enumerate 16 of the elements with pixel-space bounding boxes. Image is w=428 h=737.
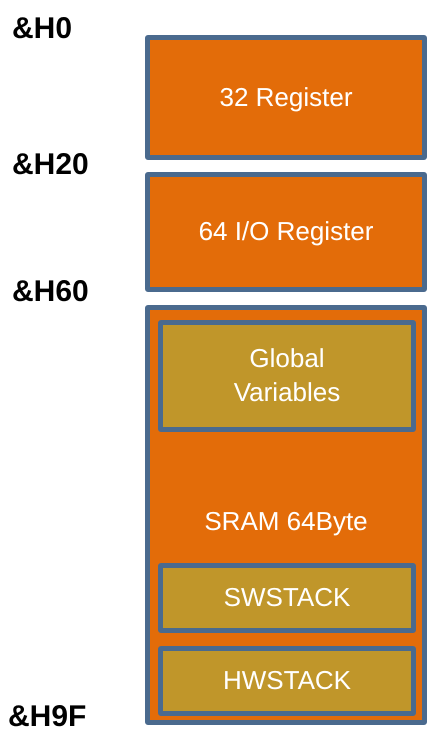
memory-block [145,35,427,160]
address-label: &H0 [12,12,72,46]
address-label: &H60 [12,275,89,309]
memory-block [145,305,427,725]
address-label: &H20 [12,148,89,182]
section-label: SWSTACK [224,581,350,614]
section-label: HWSTACK [222,664,352,698]
memory-block [145,172,427,292]
memory-section [158,563,416,633]
memory-section [158,320,416,432]
address-label: &H9F [8,700,86,734]
section-label: Global Variables [232,342,342,409]
memory-section [158,646,416,716]
block-label: 64 I/O Register [198,215,374,248]
block-label: 32 Register [220,80,352,114]
block-label: SRAM 64Byte [204,505,368,538]
